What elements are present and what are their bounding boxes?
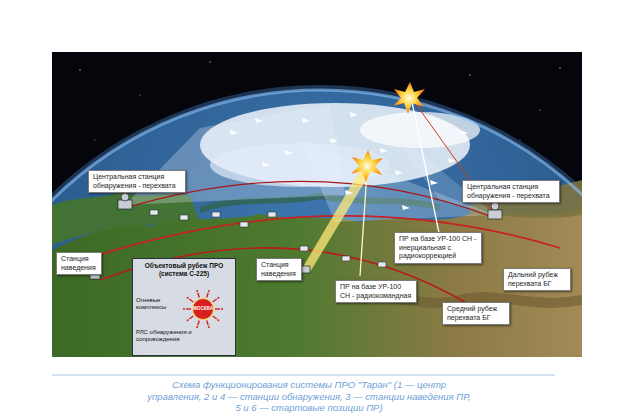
label-text: Центральная станция обнаружения - перехв…	[467, 183, 555, 200]
label-text: ПР на базе УР-100 СН - инерциальная с ра…	[399, 235, 477, 261]
missile-label: ПР на базе УР-100 СН - инерциальная с ра…	[394, 232, 482, 264]
figure-caption: Схема функционирования системы ПРО "Тара…	[144, 379, 474, 414]
label-text: Станция наведения	[61, 255, 97, 272]
inset-note: РЛС обнаружения и сопровождения	[136, 329, 202, 343]
label-text: Центральная станция обнаружения - перехв…	[93, 173, 181, 190]
station-label: Центральная станция обнаружения - перехв…	[462, 180, 560, 203]
label-text: Средний рубеж перехвата БГ	[447, 305, 505, 322]
label-text: Объектовый рубеж ПРО (система С-225)	[136, 262, 232, 278]
label-text: Станция наведения	[261, 261, 297, 278]
label-text: Дальний рубеж перехвата БГ	[508, 271, 566, 288]
station-label: Станция наведения	[256, 258, 302, 281]
inset-note: Огневые комплексы	[136, 297, 178, 311]
city-name: МОСКВА	[193, 305, 213, 313]
missile-label: ПР на базе УР-100 СН - радиокомандная	[335, 280, 417, 303]
city-star: МОСКВА	[183, 289, 223, 329]
station-label: Центральная станция обнаружения - перехв…	[88, 170, 186, 193]
separator-line	[52, 375, 555, 376]
station-label: Станция наведения	[56, 252, 102, 275]
intercept-line-label: Средний рубеж перехвата БГ	[442, 302, 510, 325]
intercept-line-label: Дальний рубеж перехвата БГ	[503, 268, 571, 291]
label-text: ПР на базе УР-100 СН - радиокомандная	[340, 283, 412, 300]
